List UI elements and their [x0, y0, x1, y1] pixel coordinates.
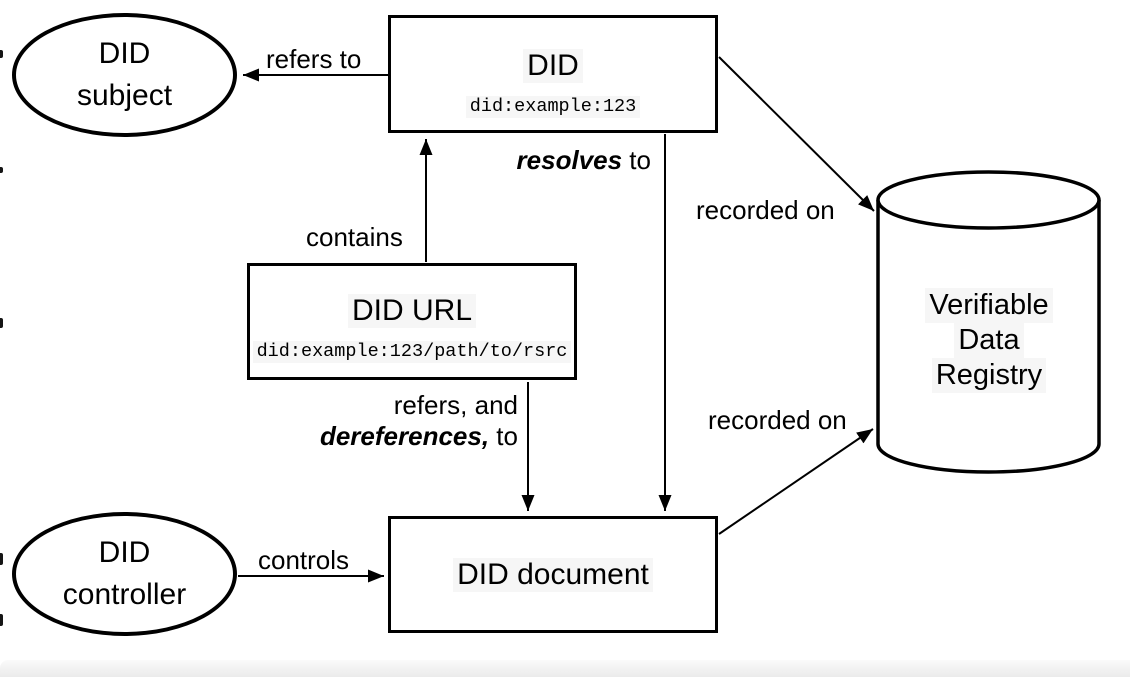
- edge-label-recorded-on-did: recorded on: [696, 195, 835, 225]
- resolves-emphasis: resolves: [516, 145, 623, 175]
- node-did-controller: DID controller: [12, 512, 237, 636]
- left-edge-artifact: [0, 167, 3, 173]
- node-did: DID did:example:123: [388, 15, 718, 133]
- node-verifiable-data-registry-label: Verifiable Data Registry: [878, 288, 1100, 393]
- left-edge-artifact: [0, 318, 3, 328]
- did-url-example-identifier: did:example:123/path/to/rsrc: [252, 341, 572, 363]
- edge-label-recorded-on-doc: recorded on: [708, 405, 847, 435]
- dereferences-emphasis: dereferences,: [319, 421, 490, 451]
- left-edge-artifact: [0, 50, 3, 58]
- node-did-document: DID document: [388, 516, 718, 633]
- edge-label-controls: controls: [258, 545, 350, 575]
- edge-label-contains: contains: [306, 222, 403, 252]
- edge-label-dereferences-to: refers, and dereferences, to: [320, 390, 518, 452]
- edge-label-refers-to: refers to: [266, 44, 362, 74]
- dereferences-line2: dereferences, to: [320, 421, 518, 452]
- did-controller-label-line2: controller: [62, 578, 187, 611]
- dereferences-rest: to: [489, 421, 518, 451]
- dereferences-line1: refers, and: [393, 390, 518, 420]
- did-document-title: DID document: [453, 557, 653, 592]
- node-did-subject: DID subject: [12, 13, 237, 137]
- left-edge-artifact: [0, 614, 3, 626]
- did-subject-label-line2: subject: [76, 79, 173, 112]
- registry-label-line2: Data: [954, 323, 1024, 358]
- node-did-url: DID URL did:example:123/path/to/rsrc: [247, 263, 577, 380]
- registry-label-line1: Verifiable: [925, 288, 1053, 323]
- did-title: DID: [523, 49, 583, 83]
- edge-label-resolves-to: resolves to: [517, 145, 651, 176]
- arrow-recorded-on-doc: [718, 428, 874, 535]
- did-example-identifier: did:example:123: [465, 96, 641, 118]
- arrow-recorded-on-did: [718, 56, 875, 212]
- resolves-rest: to: [622, 145, 651, 175]
- registry-label-line3: Registry: [931, 358, 1047, 393]
- did-controller-label-line1: DID: [98, 536, 151, 569]
- bottom-panel-edge: [0, 660, 1130, 677]
- database-cylinder-top: [876, 170, 1101, 230]
- did-url-title: DID URL: [347, 294, 476, 328]
- did-subject-label-line1: DID: [98, 37, 151, 70]
- left-edge-artifact: [0, 553, 3, 565]
